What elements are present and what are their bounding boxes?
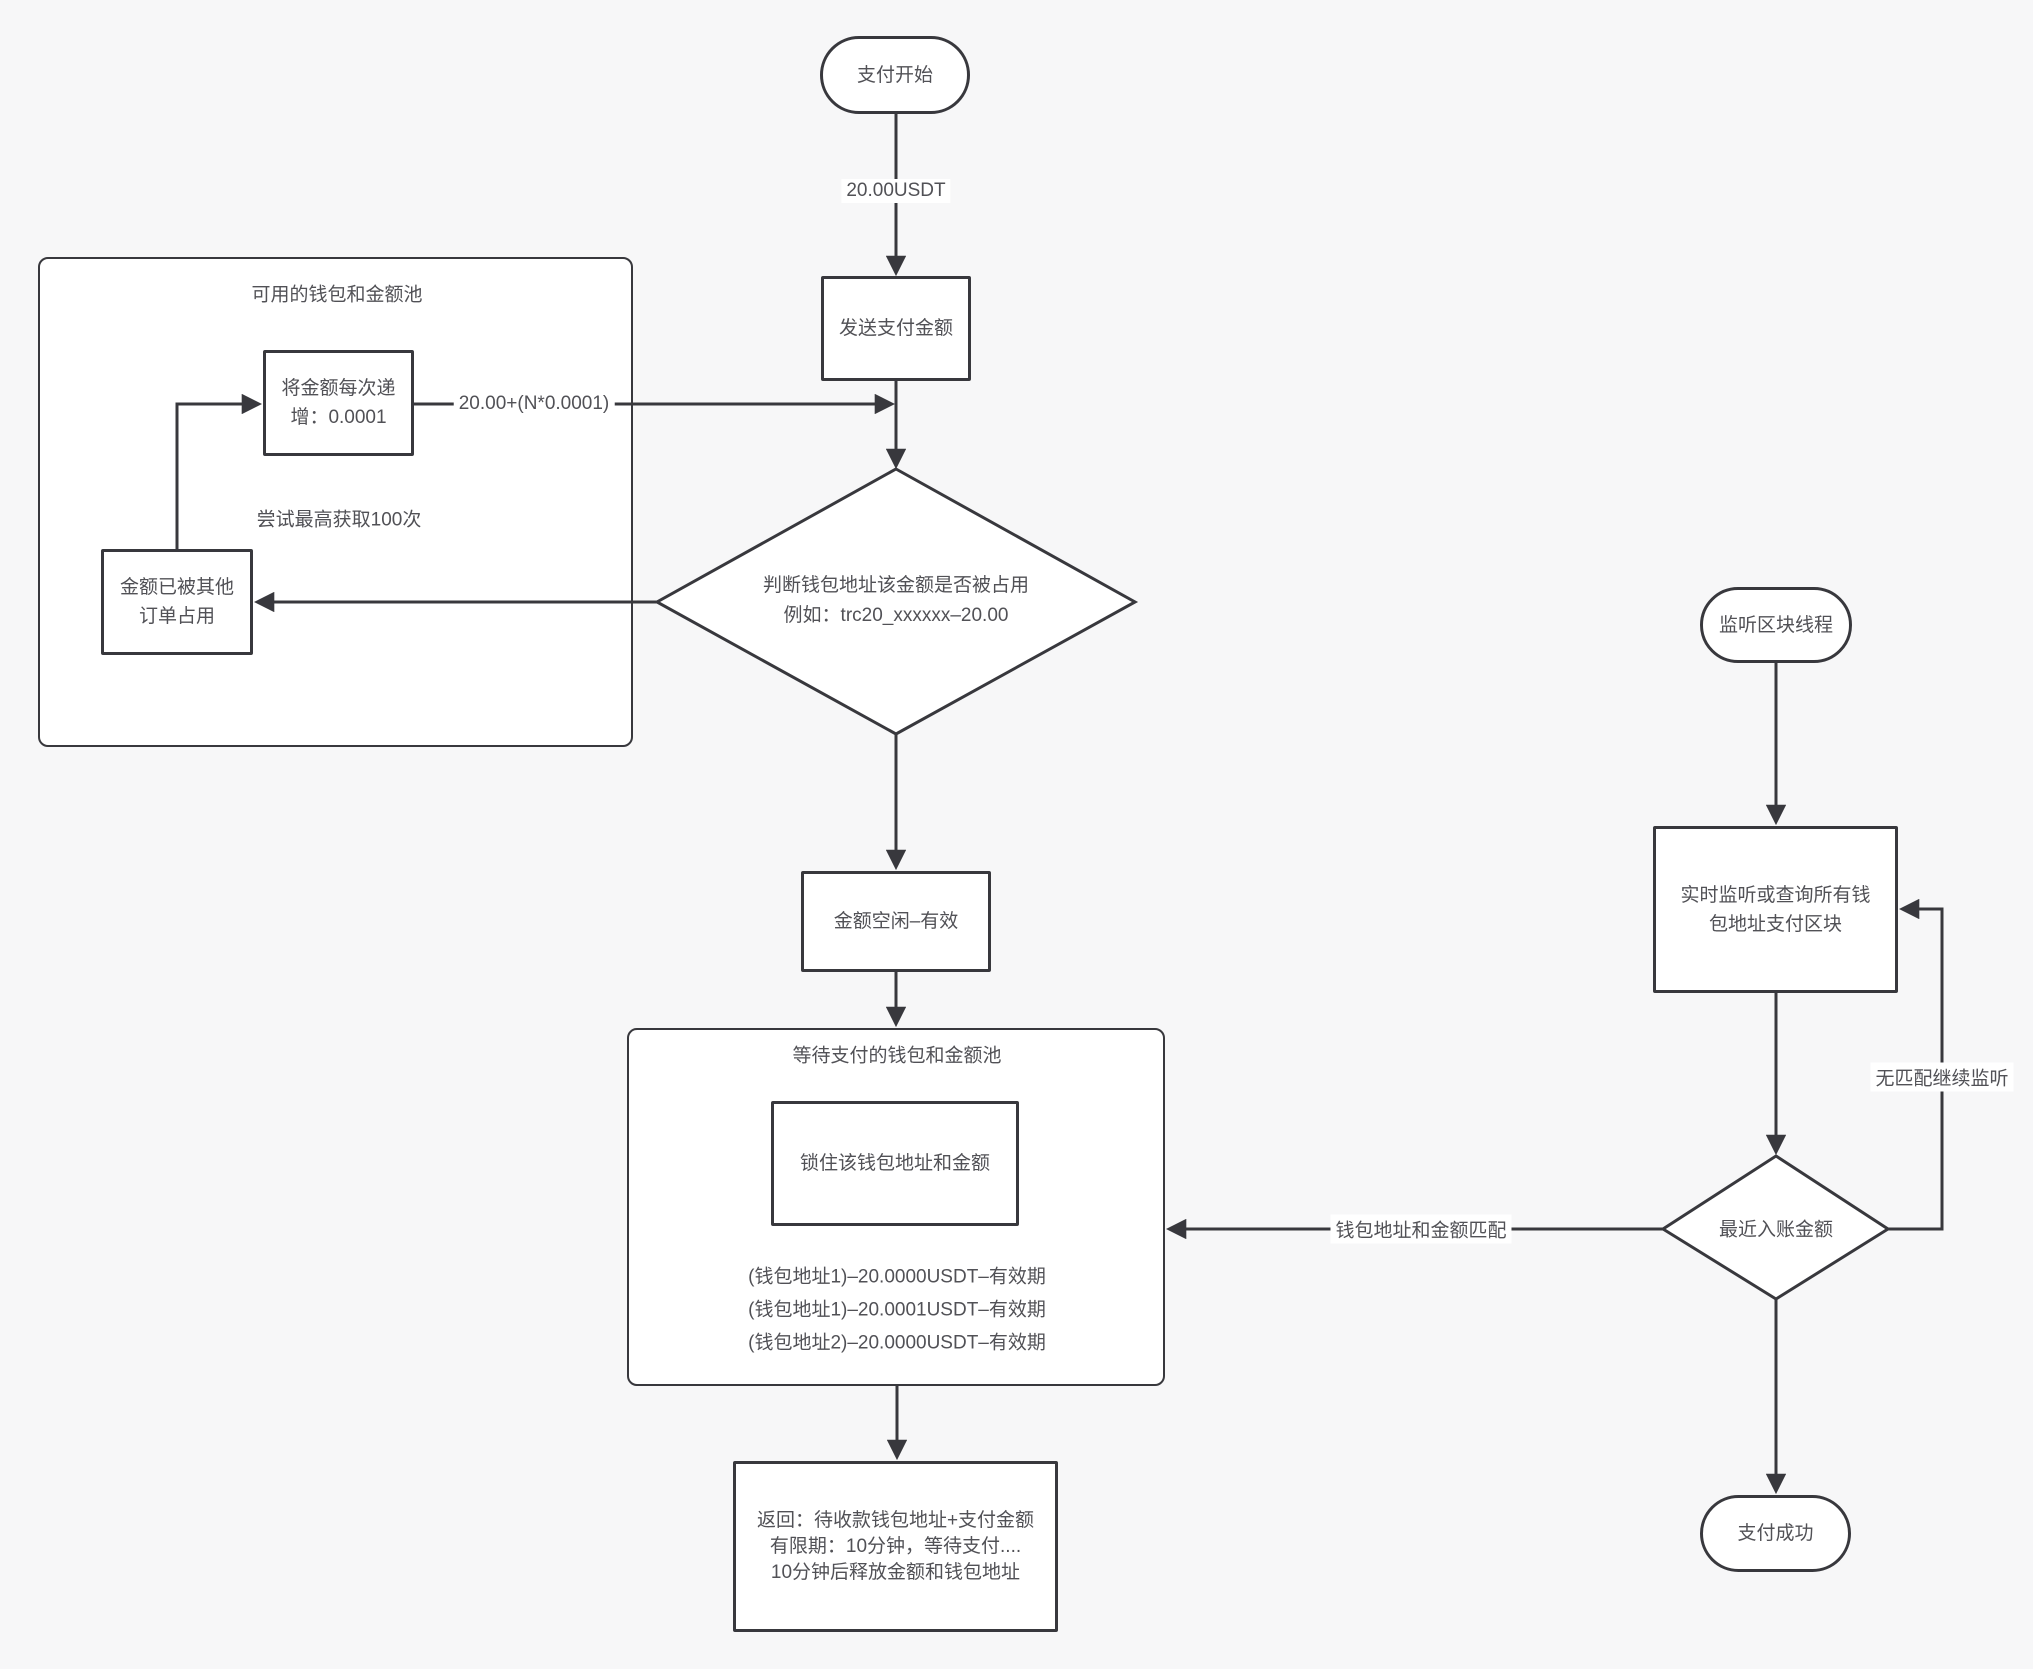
increment-formula-label: 20.00+(N*0.0001) [453,392,615,416]
idle-node: 金额空闲–有效 [801,871,991,972]
occupied-line1: 金额已被其他 [119,577,234,598]
start-label: 支付开始 [856,64,933,86]
payment-amount-label: 20.00USDT [841,179,951,203]
recent-amount-text: 最近入账金额 [1718,1219,1834,1241]
decision-occupied-text: 判断钱包地址该金额是否被占用 例如：trc20_xxxxxx–20.00 [763,571,1029,631]
send-amount-label: 发送支付金额 [838,318,953,339]
return-line3: 10分钟后释放金额和钱包地址 [770,1561,1021,1583]
monitor-line1: 实时监听或查询所有钱 [1680,884,1871,906]
occupied-node: 金额已被其他 订单占用 [101,549,253,655]
monitor-node: 实时监听或查询所有钱 包地址支付区块 [1653,826,1898,993]
start-node: 支付开始 [820,36,970,114]
wallet-match-label: 钱包地址和金额匹配 [1330,1214,1512,1244]
retry-note: 尝试最高获取100次 [256,509,422,531]
lock-label: 锁住该钱包地址和金额 [799,1153,990,1174]
return-node: 返回：待收款钱包地址+支付金额 有限期：10分钟，等待支付.... 10分钟后释… [733,1461,1058,1632]
pool-item: (钱包地址1)–20.0001USDT–有效期 [748,1299,1046,1321]
send-amount-node: 发送支付金额 [821,276,971,381]
monitor-line2: 包地址支付区块 [1708,913,1842,935]
success-node: 支付成功 [1700,1495,1851,1572]
available-pool-title: 可用的钱包和金额池 [251,284,423,306]
lock-node: 锁住该钱包地址和金额 [771,1101,1019,1226]
idle-label: 金额空闲–有效 [833,911,959,932]
occupied-line2: 订单占用 [138,606,215,627]
listen-thread-node: 监听区块线程 [1700,587,1852,663]
waiting-pool-list: (钱包地址1)–20.0000USDT–有效期 (钱包地址1)–20.0001U… [748,1261,1046,1360]
return-line2: 有限期：10分钟，等待支付.... [769,1535,1022,1557]
pool-item: (钱包地址1)–20.0000USDT–有效期 [748,1266,1046,1288]
decision-occupied-line1: 判断钱包地址该金额是否被占用 [762,575,1030,596]
listen-thread-label: 监听区块线程 [1718,614,1833,636]
increment-line1: 将金额每次递 [281,378,396,399]
increment-node: 将金额每次递 增：0.0001 [263,350,414,456]
return-line1: 返回：待收款钱包地址+支付金额 [756,1509,1035,1531]
pool-item: (钱包地址2)–20.0000USDT–有效期 [748,1332,1046,1354]
no-match-label: 无匹配继续监听 [1870,1062,2014,1092]
waiting-pool-title: 等待支付的钱包和金额池 [792,1045,1002,1067]
decision-occupied-line2: 例如：trc20_xxxxxx–20.00 [783,605,1009,626]
available-pool-container [38,257,633,747]
success-label: 支付成功 [1737,1523,1814,1544]
increment-line2: 增：0.0001 [290,407,387,428]
